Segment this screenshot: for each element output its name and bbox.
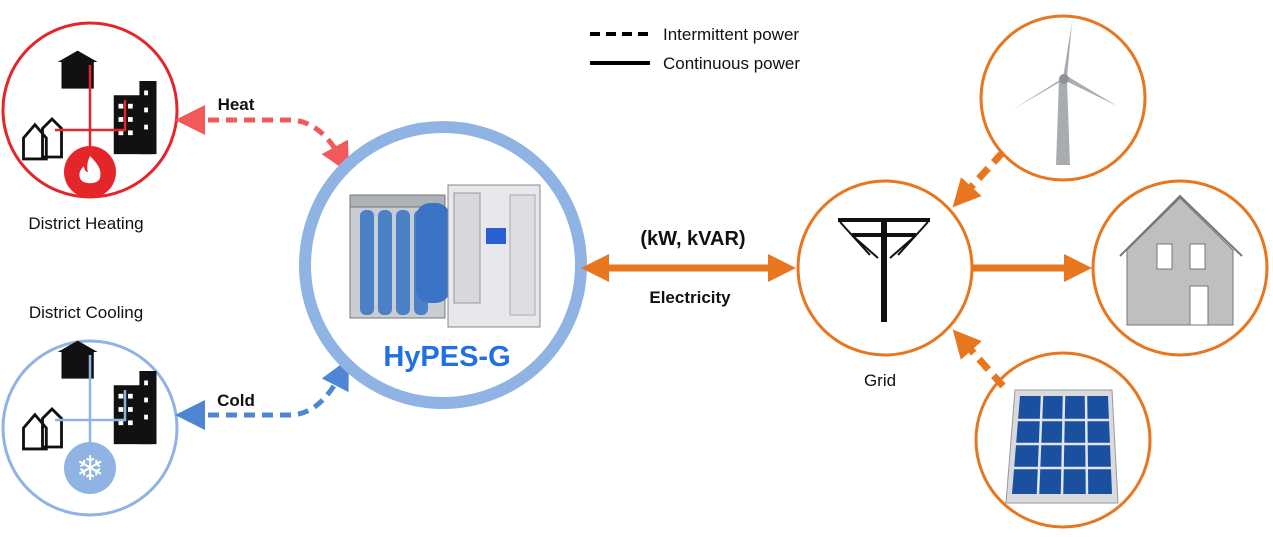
heat-label: Heat — [218, 95, 255, 114]
heat-arrow — [175, 105, 350, 174]
district-cooling-node: ❄ District Cooling — [1, 303, 179, 517]
house-icon — [1119, 194, 1243, 326]
cold-arrow — [175, 358, 349, 430]
legend-intermittent-label: Intermittent power — [663, 25, 799, 44]
district-heating-label: District Heating — [28, 214, 143, 233]
svg-text:❄: ❄ — [76, 449, 105, 489]
wind-turbine-node — [979, 14, 1147, 182]
power-pole-icon — [838, 218, 930, 322]
house-node — [1091, 179, 1269, 357]
district-cooling-label: District Cooling — [29, 303, 143, 322]
wind-to-grid-arrow — [952, 149, 1006, 208]
hypes-g-node: HyPES-G — [299, 121, 587, 409]
grid-node: Grid — [796, 179, 974, 390]
electricity-label: Electricity — [649, 288, 731, 307]
hypes-g-unit-image — [349, 184, 541, 328]
district-heating-node: District Heating — [1, 21, 179, 233]
solar-panel-node — [974, 351, 1152, 529]
hypes-g-label: HyPES-G — [383, 341, 510, 373]
grid-label: Grid — [864, 371, 896, 390]
solar-to-grid-arrow — [952, 329, 1006, 389]
legend-continuous-label: Continuous power — [663, 54, 800, 73]
solar-panel-icon — [1005, 389, 1119, 504]
snowflake-icon — [64, 442, 116, 494]
wind-turbine-icon — [1012, 22, 1117, 165]
cold-label: Cold — [217, 391, 255, 410]
electricity-units-label: (kW, kVAR) — [640, 228, 745, 250]
legend: Intermittent power Continuous power — [590, 25, 800, 73]
